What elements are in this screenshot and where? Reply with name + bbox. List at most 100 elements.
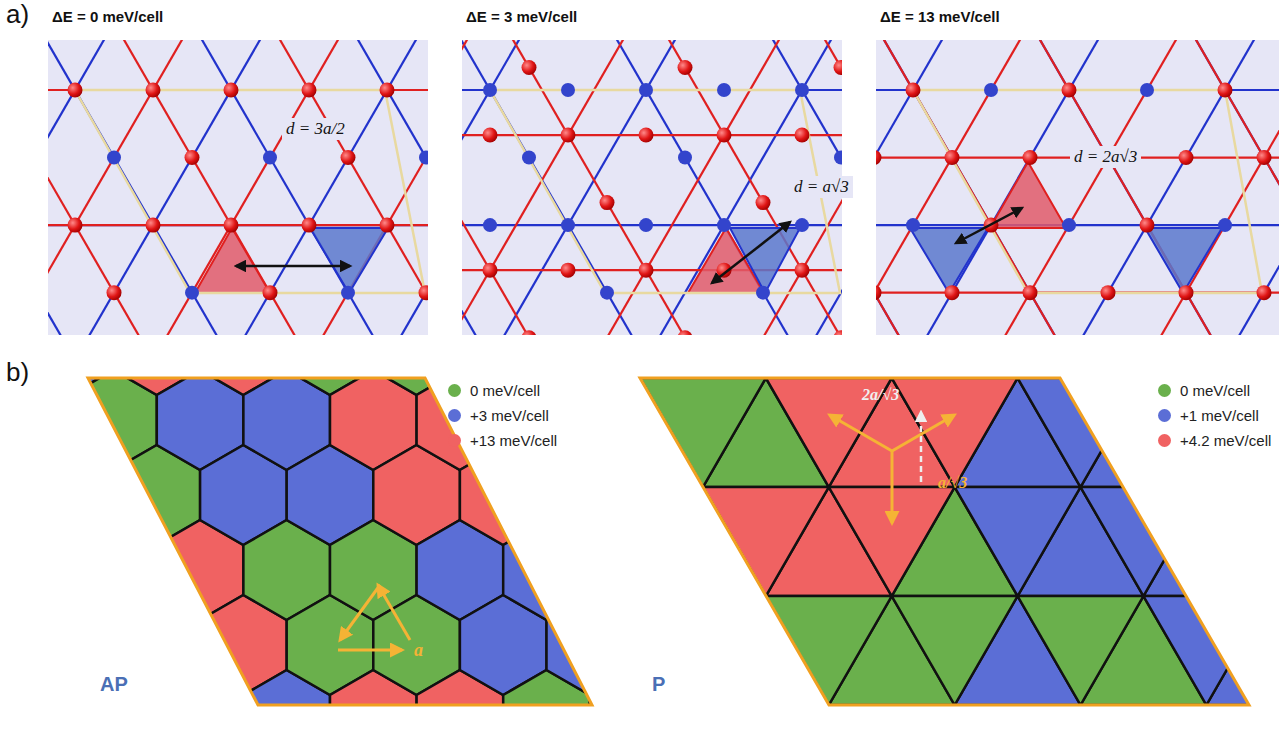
bond-line — [48, 40, 428, 335]
bond-line — [1165, 40, 1279, 335]
bond-line — [48, 40, 428, 335]
atom — [600, 286, 614, 300]
bond-line — [876, 40, 1012, 335]
atom — [302, 83, 317, 98]
atom — [483, 128, 498, 143]
atom — [876, 150, 882, 165]
atom — [834, 330, 843, 335]
legend-swatch — [448, 434, 461, 447]
bond-line — [876, 40, 1279, 335]
atom — [419, 151, 428, 165]
energy-title: ΔE = 0 meV/cell — [52, 8, 163, 25]
bond-line — [462, 40, 842, 335]
atom — [146, 83, 160, 97]
stacking-name: AP — [100, 673, 128, 696]
stacking-domain — [157, 670, 244, 736]
bond-line — [876, 40, 1168, 335]
legend-text: 0 meV/cell — [1180, 382, 1250, 399]
stacking-domain — [1018, 596, 1144, 705]
atom — [1140, 218, 1155, 233]
atom — [876, 285, 882, 300]
atom — [984, 83, 998, 97]
bond-line — [48, 40, 428, 335]
atom — [1257, 151, 1271, 165]
atom — [834, 151, 842, 165]
atom — [146, 218, 160, 232]
atom — [302, 218, 317, 233]
bond-line — [462, 40, 842, 335]
atom — [1101, 285, 1116, 300]
stacking-domain — [955, 487, 1081, 596]
vector-label: a — [414, 640, 423, 661]
lattice-vector — [892, 415, 954, 451]
highlight-triangle — [310, 228, 388, 293]
highlight-triangle — [910, 228, 988, 293]
bond-line — [586, 40, 842, 335]
bond-line — [48, 40, 428, 335]
bond-line — [876, 40, 934, 335]
distance-label: d = a√3 — [790, 176, 853, 198]
atom — [263, 285, 278, 300]
stacking-domain — [892, 596, 1018, 705]
bond-line — [1204, 40, 1279, 335]
bond-line — [462, 40, 823, 335]
bond-line — [876, 40, 1279, 335]
atom — [224, 218, 239, 233]
supercell-outline — [88, 378, 592, 705]
atom — [795, 263, 810, 278]
bond-line — [508, 40, 842, 335]
bond-line — [876, 40, 1279, 335]
bond-line — [48, 40, 369, 335]
stacking-domain — [27, 445, 114, 545]
bond-line — [462, 40, 706, 335]
atom — [876, 286, 881, 300]
stacking-domain — [373, 295, 460, 395]
atom — [1140, 218, 1154, 232]
bond-line — [876, 40, 1279, 335]
atom — [522, 330, 537, 335]
stacking-domain — [0, 520, 70, 620]
stacking-domain — [547, 445, 634, 545]
bond-line — [93, 40, 428, 335]
bond-line — [1204, 40, 1279, 335]
hexagon-map — [0, 295, 720, 736]
bond-line — [876, 40, 934, 335]
bond-line — [48, 40, 408, 335]
atom — [380, 83, 394, 97]
bond-line — [876, 40, 1279, 335]
atom — [1023, 150, 1038, 165]
stacking-domain — [633, 595, 720, 695]
bond-line — [462, 40, 842, 335]
bond-line — [288, 40, 428, 335]
atom — [380, 218, 395, 233]
atom — [639, 83, 653, 97]
atom — [146, 218, 161, 233]
lattice-panel — [48, 40, 428, 335]
supercell-outline — [640, 378, 1249, 705]
atom — [302, 218, 316, 232]
bond-line — [462, 40, 842, 335]
stacking-domain — [577, 487, 703, 596]
bond-line — [876, 40, 1279, 335]
bond-line — [327, 40, 428, 335]
energy-title: ΔE = 13 meV/cell — [880, 8, 1000, 25]
bond-line — [1087, 40, 1279, 335]
atom — [263, 151, 277, 165]
bond-line — [48, 40, 428, 335]
atom — [678, 151, 692, 165]
lattice-vector — [338, 649, 402, 652]
bond-line — [48, 40, 174, 335]
atom — [945, 285, 960, 300]
legend-entry: +1 meV/cell — [1158, 407, 1259, 424]
lattice-vector — [340, 585, 380, 640]
legend-text: +13 meV/cell — [470, 432, 557, 449]
bond-line — [931, 40, 1279, 335]
unit-cell — [913, 90, 1262, 293]
bond-line — [508, 40, 842, 335]
atom — [678, 60, 693, 75]
bond-line — [462, 40, 842, 335]
stacking-domain — [1143, 596, 1269, 705]
atom — [600, 195, 615, 210]
lattice-vector — [891, 451, 894, 523]
lattice-panel — [462, 40, 842, 335]
